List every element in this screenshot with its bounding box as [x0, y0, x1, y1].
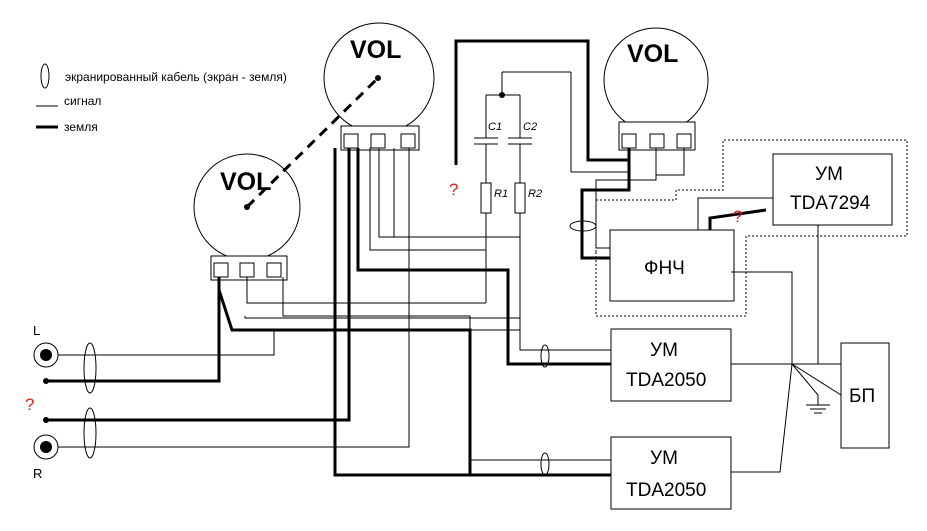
rc-junction: [499, 92, 505, 98]
pot-center: VOL: [323, 22, 435, 151]
legend-cable-symbol: [40, 63, 50, 89]
amp-mid-line1: УМ: [650, 340, 678, 361]
jack-right-label: R: [33, 466, 42, 481]
ground-wires: [47, 39, 767, 477]
legend-ground-text: земля: [64, 120, 98, 134]
amp-top-line1: УМ: [815, 164, 843, 185]
lpf-label: ФНЧ: [644, 258, 685, 279]
lpf-block: ФНЧ: [609, 229, 735, 302]
amp-mid-line2: TDA2050: [626, 370, 706, 391]
lpf-shield-dotted: [595, 139, 908, 317]
psu-label: БП: [849, 386, 875, 407]
r1-label: R1: [494, 188, 508, 200]
legend: экранированный кабель (экран - земля) си…: [36, 63, 287, 134]
question-mark-3: ?: [25, 395, 34, 414]
jack-left-label: L: [33, 323, 40, 338]
signal-wires: [50, 147, 842, 473]
legend-cable-text: экранированный кабель (экран - земля): [65, 70, 287, 84]
rc-network: [474, 71, 630, 303]
jack-right: R: [33, 417, 59, 481]
amp-bot-line1: УМ: [650, 448, 678, 469]
amp-top-line2: TDA7294: [790, 193, 871, 214]
amp-mid-block: УМ TDA2050: [610, 328, 732, 402]
pot-left: VOL: [193, 153, 301, 281]
amp-bot-block: УМ TDA2050: [610, 436, 732, 510]
cable-shields: [83, 220, 597, 476]
r2-label: R2: [528, 188, 542, 200]
question-mark-2: ?: [733, 207, 742, 226]
pot-right: VOL: [603, 27, 709, 151]
legend-signal-text: сигнал: [64, 94, 101, 108]
pot-linkage: [245, 76, 380, 209]
c2-label: C2: [523, 121, 537, 133]
amp-bot-line2: TDA2050: [626, 480, 706, 501]
pot-right-label: VOL: [627, 40, 678, 68]
pot-center-label: VOL: [350, 36, 401, 64]
amp-top-block: УМ TDA7294: [772, 153, 893, 226]
jack-left: L: [33, 323, 59, 384]
c1-label: C1: [488, 121, 502, 133]
question-mark-1: ?: [449, 180, 458, 199]
psu-block: БП: [840, 342, 890, 449]
